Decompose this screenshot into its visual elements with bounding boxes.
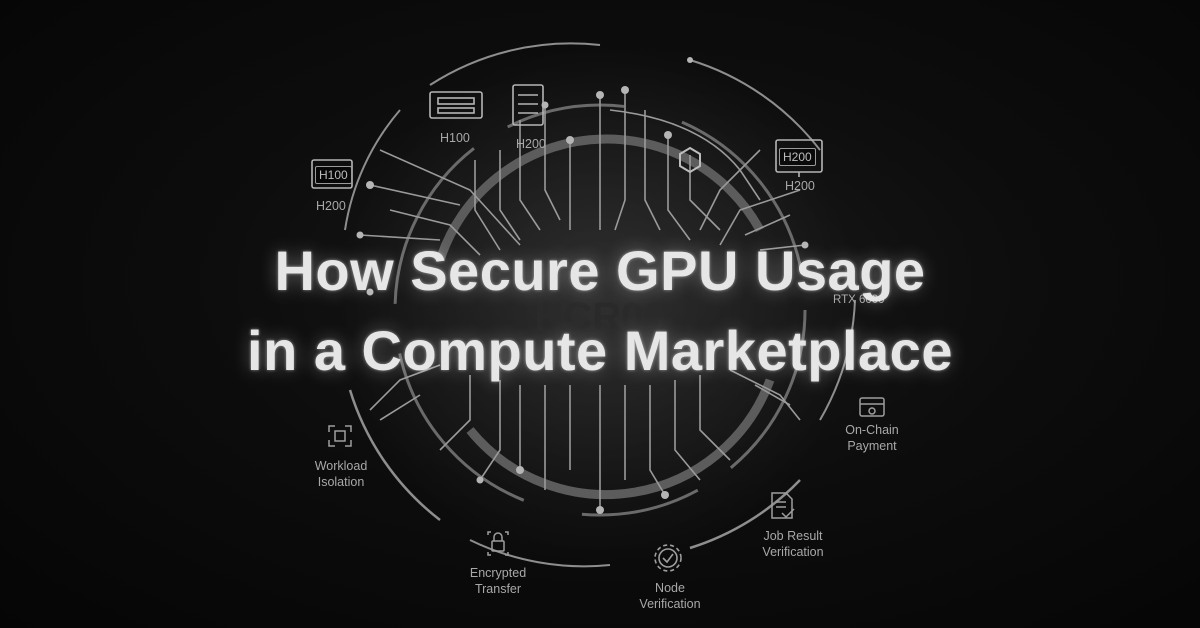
isolation-icon <box>328 425 352 447</box>
feature-label-line: Isolation <box>317 475 365 489</box>
gpu-caption-top-left: H100 <box>440 131 470 145</box>
feature-node-verification: Node Verification <box>628 580 712 612</box>
payment-card-icon <box>859 397 885 417</box>
circuit-nodes <box>356 57 809 514</box>
feature-label-line: Job Result <box>763 529 823 543</box>
feature-label-line: Workload <box>314 459 368 473</box>
gear-check-icon <box>654 544 682 572</box>
monitor-icon <box>775 139 823 177</box>
circuit-traces-bottom <box>369 364 801 510</box>
circuit-traces-top <box>359 90 806 256</box>
monitor-icon <box>311 159 353 189</box>
feature-workload-isolation: Workload Isolation <box>300 458 382 490</box>
gpu-card-icon <box>429 91 483 119</box>
feature-label-line: Transfer <box>474 582 522 596</box>
center-watermark: HCR00 <box>534 295 665 339</box>
outer-rings <box>344 42 856 568</box>
gpu-caption-right: H200 <box>785 179 815 193</box>
gpu-caption-top-center: H200 <box>516 137 546 151</box>
feature-on-chain-payment: On-Chain Payment <box>834 422 910 454</box>
inner-ring <box>435 134 775 500</box>
gpu-label-chip-left: H100 <box>315 166 352 184</box>
feature-job-result-verification: Job Result Verification <box>748 528 838 560</box>
headline-line-1: How Secure GPU Usage <box>274 239 926 302</box>
feature-label-line: On-Chain <box>845 423 899 437</box>
gpu-caption-rtx: RTX 6000 <box>833 294 885 306</box>
hexagon-node-icon <box>679 146 701 174</box>
feature-label-line: Payment <box>847 439 897 453</box>
padlock-icon <box>487 531 509 556</box>
document-check-icon <box>771 492 795 519</box>
feature-label-line: Verification <box>762 545 824 559</box>
feature-label-line: Verification <box>639 597 701 611</box>
gpu-label-chip-right: H200 <box>779 148 816 166</box>
server-icon <box>512 84 544 126</box>
feature-encrypted-transfer: Encrypted Transfer <box>458 565 538 597</box>
feature-label-line: Encrypted <box>469 566 527 580</box>
headline-line-2: in a Compute Marketplace <box>247 319 953 382</box>
feature-label-line: Node <box>655 581 685 595</box>
gpu-caption-left: H200 <box>316 199 346 213</box>
